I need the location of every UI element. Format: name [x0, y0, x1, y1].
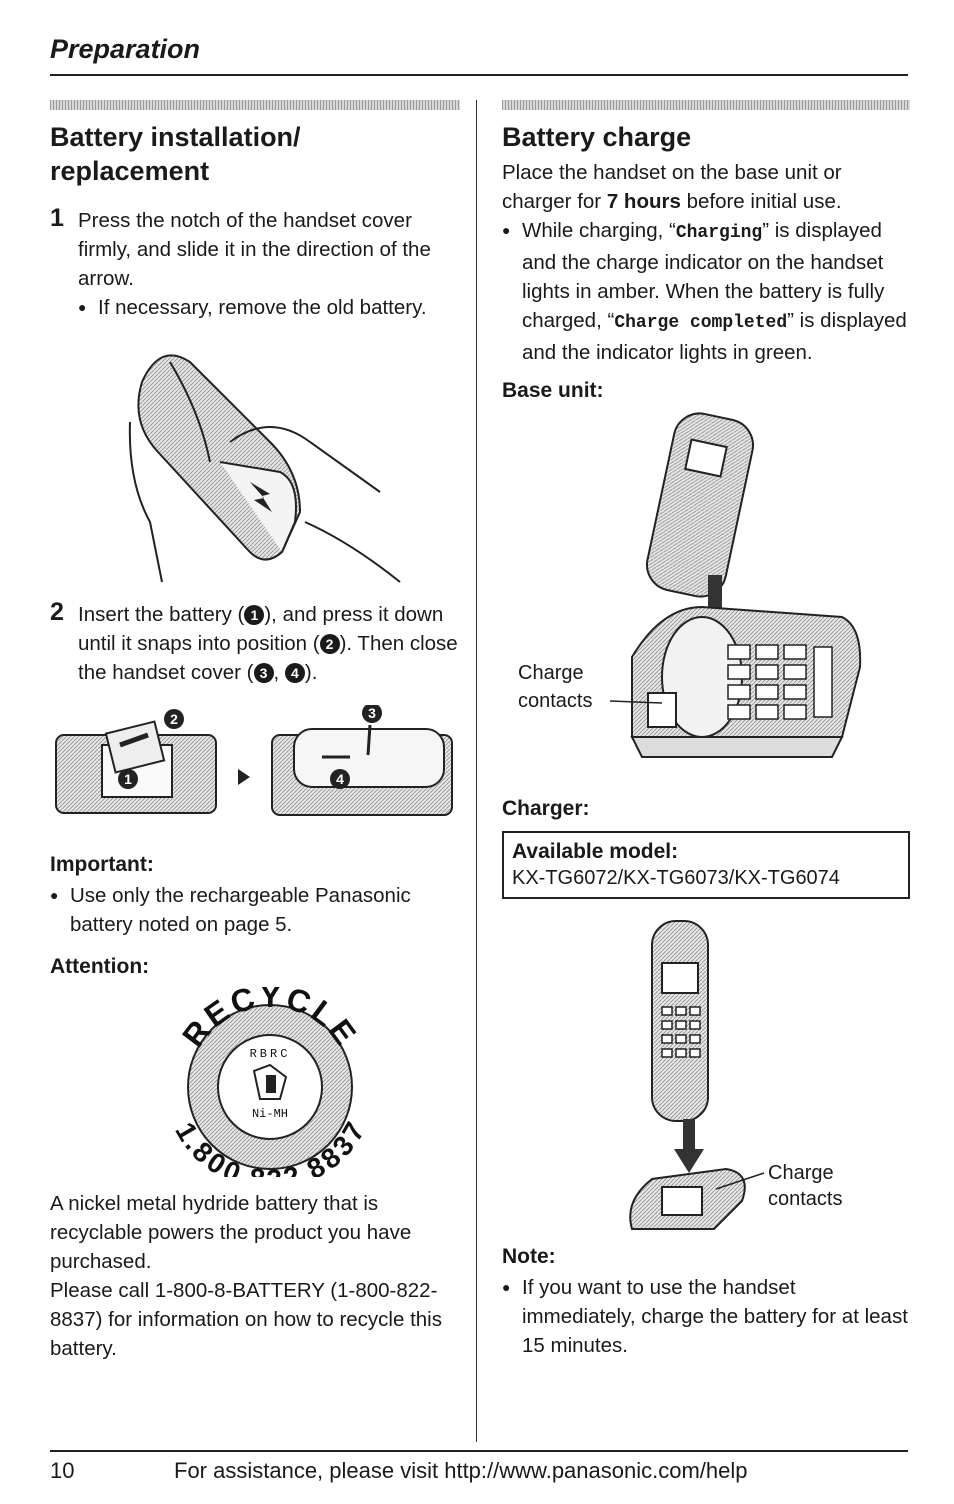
- battery-charge-intro: Place the handset on the base unit or ch…: [502, 158, 910, 216]
- step-2-text-b: ), and press it down until it snaps into…: [78, 603, 444, 655]
- intro-b: before initial use.: [680, 190, 842, 213]
- step-1-text: Press the notch of the handset cover fir…: [78, 209, 431, 290]
- base-charge-label-1: Charge: [518, 662, 584, 684]
- charger-title: Charger:: [502, 797, 590, 820]
- charge-completed-display: Charge completed: [614, 313, 788, 333]
- marker-2-label: 2: [170, 711, 178, 727]
- battery-charge-heading: Battery charge: [502, 122, 692, 152]
- marker-4-label: 4: [336, 771, 344, 787]
- intro-bold: 7 hours: [606, 190, 681, 213]
- left-column: Battery installation/ replacement 1 Pres…: [50, 100, 460, 1363]
- marker-4: 4: [284, 663, 305, 683]
- section-bar: [502, 100, 910, 110]
- charging-display: Charging: [675, 223, 763, 243]
- available-model-value: KX-TG6072/KX-TG6073/KX-TG6074: [512, 867, 840, 889]
- right-column: Battery charge Place the handset on the …: [502, 100, 910, 1360]
- rbrc-recycle-seal: RECYCLE 1.800.822.8837 RBRC Ni-MH: [169, 987, 370, 1177]
- base-charge-label-2: contacts: [518, 690, 592, 712]
- battery-installation-heading: Battery installation/ replacement: [50, 120, 460, 188]
- marker-3: 3: [253, 663, 274, 683]
- section-title: Preparation: [50, 34, 201, 64]
- marker-3-label: 3: [368, 705, 376, 721]
- marker-1: 1: [244, 605, 265, 625]
- step-2: 2 Insert the battery (1), and press it d…: [50, 598, 460, 687]
- step-2-text-e: ).: [304, 661, 318, 684]
- charging-bullet: While charging, “Charging” is displayed …: [502, 216, 910, 367]
- page-number: 10: [50, 1458, 75, 1483]
- page-header: Preparation: [50, 30, 908, 76]
- handset-cover-illustration: [128, 354, 401, 583]
- assistance-text: For assistance, please visit http://www.…: [174, 1458, 748, 1483]
- step-2-text: Insert the battery (1), and press it dow…: [78, 600, 460, 687]
- heading-line-1: Battery installation/: [50, 122, 301, 152]
- note-bullet: If you want to use the handset immediate…: [502, 1273, 910, 1360]
- attention-title: Attention:: [50, 955, 150, 978]
- step-1: 1 Press the notch of the handset cover f…: [50, 204, 460, 322]
- page-footer: 10 For assistance, please visit http://w…: [50, 1450, 908, 1483]
- charger-illustration: Charge contacts: [629, 920, 842, 1230]
- step-2-text-d: ,: [273, 661, 285, 684]
- recycle-paragraph-2: Please call 1-800-8-BATTERY (1-800-822-8…: [50, 1279, 442, 1360]
- important-title: Important:: [50, 853, 154, 876]
- recycle-paragraph-1: A nickel metal hydride battery that is r…: [50, 1192, 412, 1273]
- available-model-title: Available model:: [512, 840, 679, 863]
- intro-a: Place the handset on the base unit or ch…: [502, 161, 842, 213]
- battery-insert-illustration: 2 1 3 4: [55, 705, 453, 816]
- step-number: 1: [50, 204, 64, 232]
- bullet-a: While charging, “: [522, 219, 676, 242]
- note-title: Note:: [502, 1245, 556, 1268]
- base-unit-title: Base unit:: [502, 379, 604, 402]
- seal-inner-top: RBRC: [250, 1047, 291, 1061]
- marker-1-label: 1: [124, 771, 132, 787]
- marker-2: 2: [319, 634, 340, 654]
- available-model-box: Available model: KX-TG6072/KX-TG6073/KX-…: [502, 831, 910, 899]
- step-2-text-c: ). Then close the handset cover (: [78, 632, 458, 684]
- step-2-text-a: Insert the battery (: [78, 603, 245, 626]
- base-unit-illustration: Charge contacts: [518, 412, 862, 758]
- column-divider: [476, 100, 477, 1442]
- charger-charge-label-2: contacts: [768, 1188, 842, 1210]
- bullet-b: ” is displayed and the charge indicator …: [522, 219, 885, 332]
- important-bullet: Use only the rechargeable Panasonic batt…: [50, 881, 460, 939]
- step-number: 2: [50, 598, 64, 626]
- heading-line-2: replacement: [50, 156, 210, 186]
- bullet-c: ” is displayed and the indicator lights …: [522, 309, 907, 364]
- charger-charge-label-1: Charge: [768, 1162, 834, 1184]
- step-1-bullet: If necessary, remove the old battery.: [78, 293, 460, 322]
- section-bar: [50, 100, 460, 110]
- seal-inner-bottom: Ni-MH: [252, 1107, 288, 1121]
